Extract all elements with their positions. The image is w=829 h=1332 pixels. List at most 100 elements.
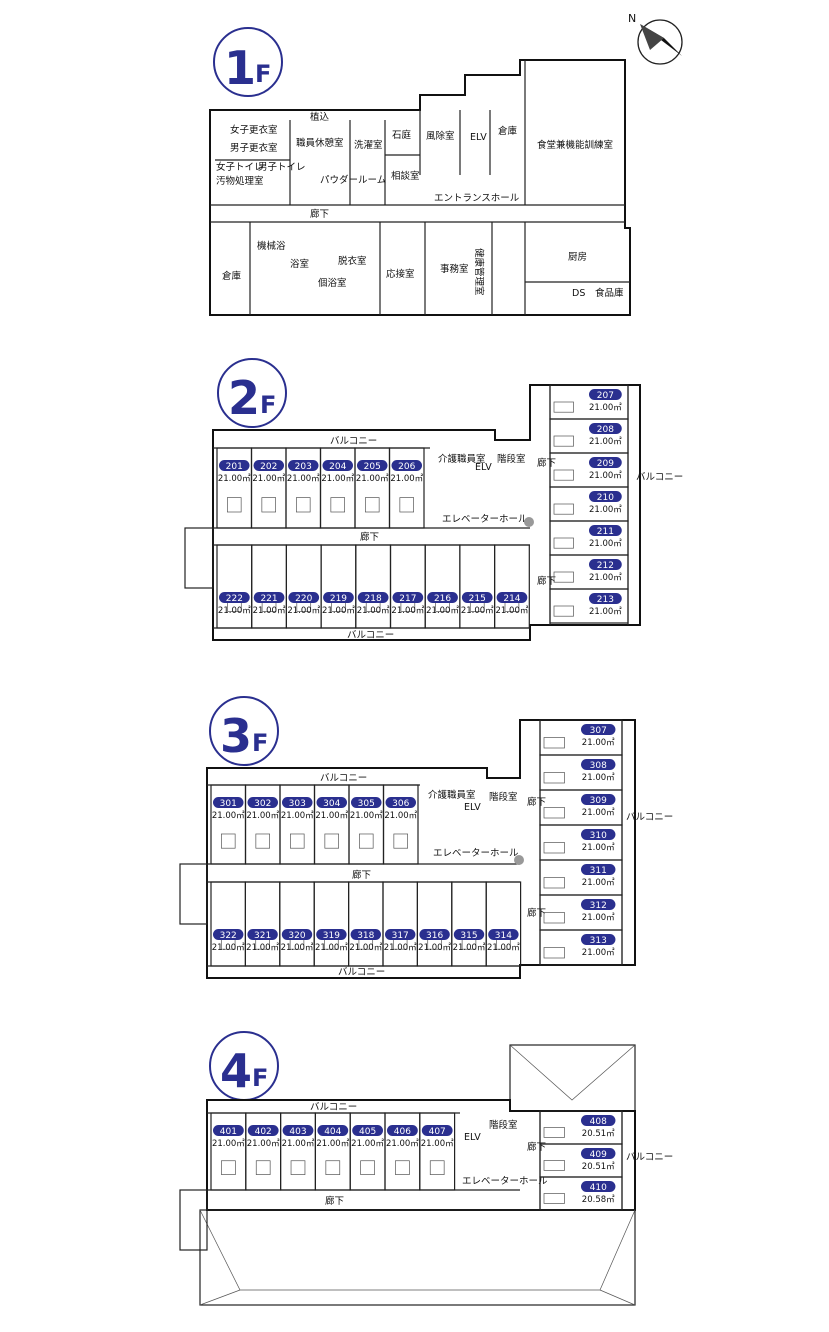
room-reception: 応接室	[386, 268, 415, 280]
room-windbreak: 風除室	[426, 130, 455, 142]
floor-badge-1f	[213, 27, 283, 97]
bed-icon	[553, 537, 574, 549]
room-number-badge	[282, 797, 313, 808]
room-number-badge	[253, 460, 284, 471]
balcony-4f-top: バルコニー	[310, 1102, 357, 1113]
bed-icon	[359, 833, 374, 849]
floor-2f: 2 F バルコニー バルコニー バルコニー 廊下 廊下 廊下 エレベーターホール…	[184, 358, 683, 641]
room-number: 312	[590, 901, 607, 911]
room-outline	[451, 881, 487, 967]
room-number: 209	[597, 459, 614, 469]
room-number-badge	[581, 1115, 616, 1126]
room-number: 306	[392, 799, 409, 809]
room-area: 21.00㎡	[212, 811, 245, 821]
room-area: 21.00㎡	[351, 1139, 384, 1149]
room-ds: DS	[572, 288, 585, 299]
bed-icon	[543, 877, 565, 889]
room-number: 208	[597, 425, 614, 435]
room-number-badge	[581, 1148, 616, 1159]
room-number: 202	[260, 462, 277, 472]
room-number: 320	[288, 931, 305, 941]
corridor-1f: 廊下	[310, 208, 329, 220]
room-number: 403	[289, 1127, 306, 1137]
room-number: 401	[220, 1127, 237, 1137]
room-number: 219	[330, 594, 347, 604]
room-kitchen: 厨房	[568, 251, 587, 263]
room-laundry: 洗濯室	[354, 139, 383, 151]
room-outline	[348, 784, 385, 865]
room-area: 21.00㎡	[589, 437, 622, 447]
room-outline	[280, 1112, 317, 1191]
stairs-2f: 階段室	[497, 453, 526, 465]
room-area: 21.00㎡	[582, 808, 615, 818]
room-number-badge	[581, 934, 616, 945]
room-number-badge	[453, 929, 485, 940]
room-food-storage: 食品庫	[595, 287, 624, 299]
stairs-3f: 階段室	[489, 791, 518, 803]
room-powder: パウダールーム	[320, 174, 386, 186]
floor-number-2f: 2	[228, 371, 260, 425]
balcony-3f-bottom: バルコニー	[338, 967, 385, 978]
room-outline	[314, 1112, 351, 1191]
floor-unit-1f: F	[255, 60, 271, 88]
bed-icon	[393, 833, 409, 849]
planting-1f: 植込	[310, 111, 330, 123]
room-storage-1f-a: 倉庫	[498, 125, 518, 137]
room-area: 21.00㎡	[218, 474, 251, 484]
room-number-badge	[322, 460, 353, 471]
room-womens-locker: 女子更衣室	[230, 124, 278, 136]
room-number-badge	[581, 1181, 616, 1192]
room-number-badge	[589, 559, 622, 570]
room-number: 408	[590, 1117, 607, 1127]
guest-room-208: 208 21.00㎡	[549, 418, 629, 454]
room-area: 21.00㎡	[589, 505, 622, 515]
floor-unit-3f: F	[252, 729, 268, 757]
room-number-badge	[288, 592, 320, 603]
bed-icon	[324, 833, 340, 849]
floor-4f: 4 F バルコニー バルコニー 廊下 廊下 エレベーターホール 階段室 ELV …	[179, 1031, 673, 1306]
room-area: 21.00㎡	[582, 843, 615, 853]
room-number-badge	[387, 1125, 418, 1136]
room-area: 21.00㎡	[589, 539, 622, 549]
room-number-badge	[385, 929, 416, 940]
bed-icon	[543, 1193, 565, 1204]
room-number-badge	[581, 759, 616, 770]
room-outline	[539, 929, 623, 966]
room-number-badge	[253, 592, 285, 603]
room-number: 307	[590, 726, 607, 736]
room-number-badge	[589, 389, 622, 400]
room-number: 314	[495, 931, 512, 941]
room-area: 21.00㎡	[582, 913, 615, 923]
bed-icon	[221, 1160, 236, 1175]
room-consultation: 相談室	[391, 170, 420, 182]
corridor-3f-v1: 廊下	[527, 796, 546, 808]
bed-icon	[543, 1160, 565, 1171]
room-number: 214	[503, 594, 520, 604]
room-outline	[419, 1112, 456, 1191]
bed-icon	[261, 497, 277, 513]
room-outline	[313, 784, 350, 865]
room-number-badge	[350, 929, 381, 940]
room-number: 308	[590, 761, 607, 771]
room-number: 311	[590, 866, 607, 876]
room-outline	[382, 881, 419, 967]
room-number: 201	[226, 462, 243, 472]
corridor-3f-v2: 廊下	[527, 907, 546, 919]
room-number-badge	[247, 797, 278, 808]
room-number-badge	[581, 899, 616, 910]
room-area: 21.00㎡	[384, 943, 417, 953]
room-number: 410	[590, 1183, 607, 1193]
room-number-badge	[461, 592, 493, 603]
room-number-badge	[589, 525, 622, 536]
room-number: 322	[220, 931, 237, 941]
